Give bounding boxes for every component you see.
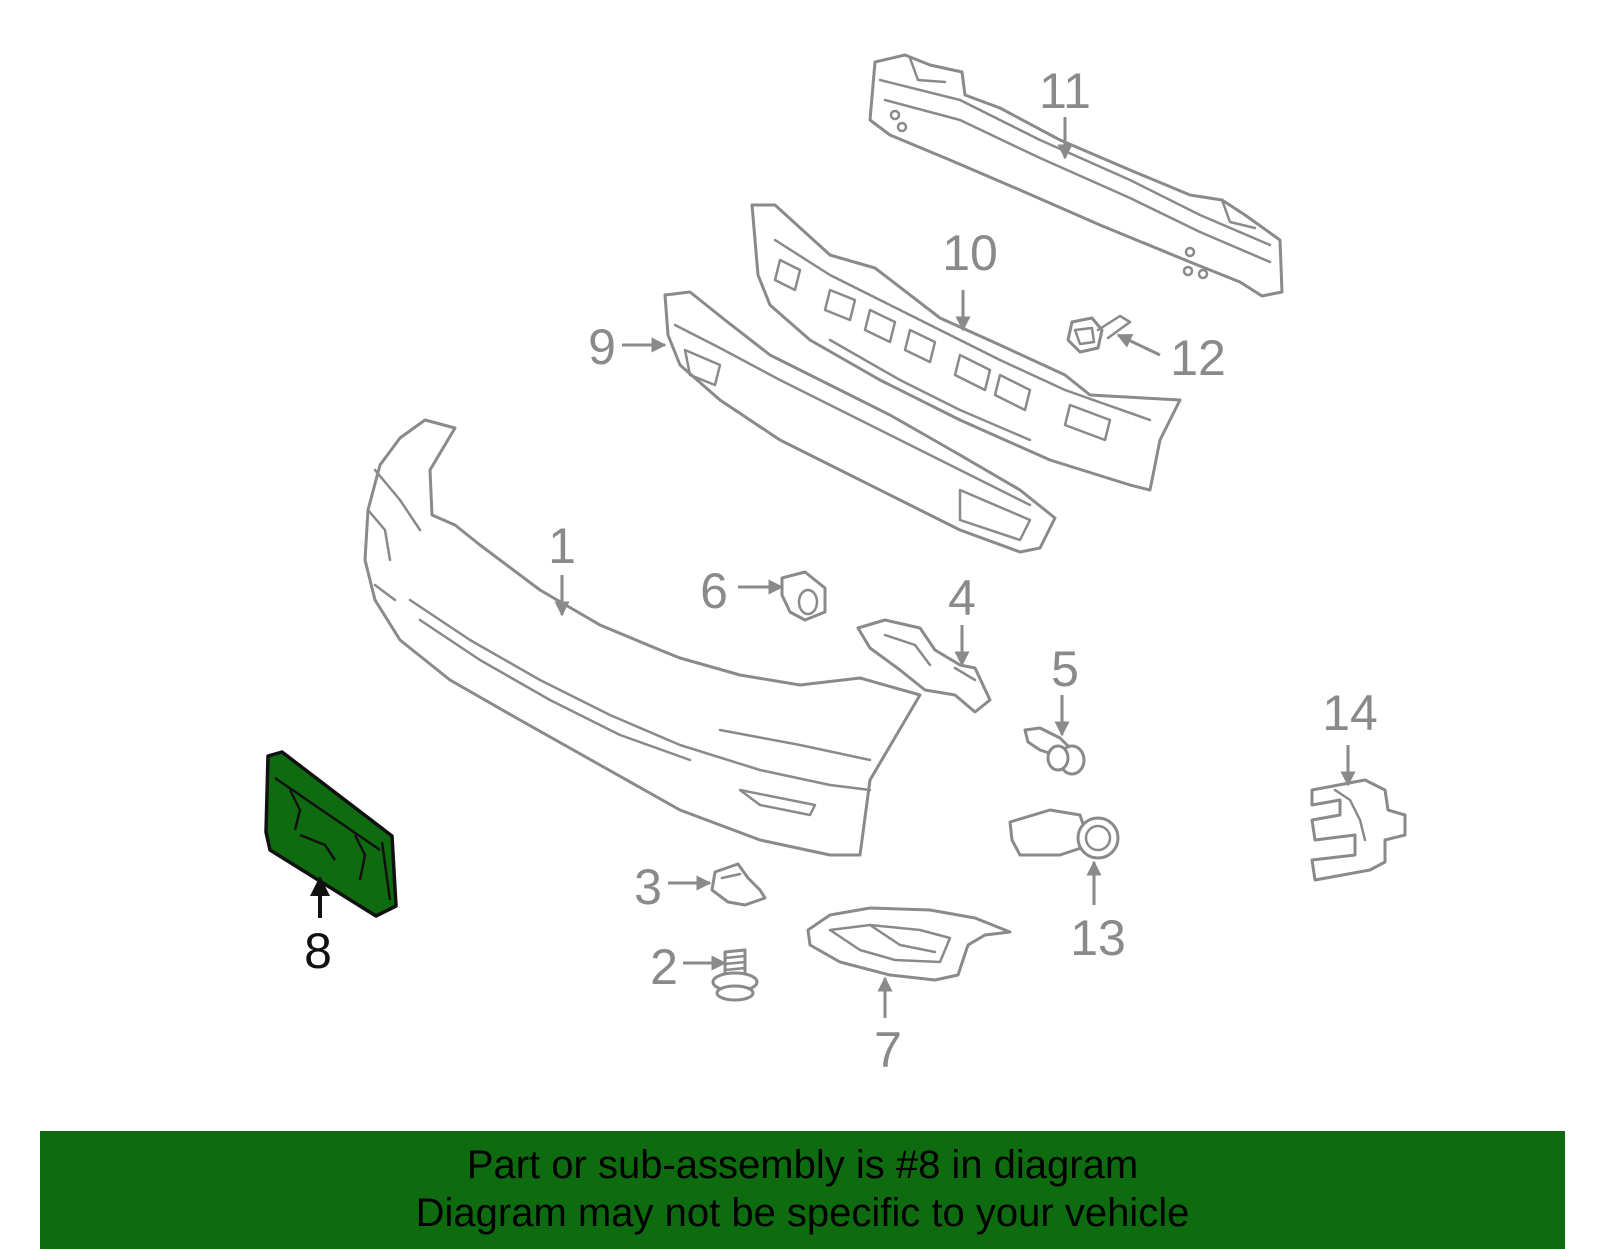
info-banner: Part or sub-assembly is #8 in diagram Di…	[40, 1131, 1565, 1249]
callout-13: 13	[1070, 860, 1126, 966]
svg-text:7: 7	[874, 1022, 902, 1078]
svg-text:10: 10	[942, 225, 998, 281]
banner-line-1: Part or sub-assembly is #8 in diagram	[466, 1143, 1139, 1187]
svg-text:11: 11	[1039, 63, 1091, 119]
part-14-bracket	[1310, 778, 1407, 882]
svg-text:4: 4	[948, 570, 976, 626]
callout-9: 9	[588, 319, 667, 375]
svg-text:8: 8	[304, 923, 332, 979]
part-2-screw	[711, 948, 759, 1002]
part-3-retainer	[710, 862, 767, 907]
part-13-sensor	[1008, 808, 1120, 860]
svg-text:9: 9	[588, 319, 616, 375]
callout-4: 4	[948, 570, 976, 667]
callout-10: 10	[942, 225, 998, 332]
part-10-absorber	[750, 203, 1182, 492]
part-7-fog-trim	[806, 906, 1012, 982]
part-9-grille-support	[663, 290, 1057, 554]
part-6-clip	[780, 570, 827, 622]
callout-14: 14	[1322, 685, 1378, 787]
callout-12: 12	[1116, 330, 1226, 386]
part-1-bumper-cover	[363, 418, 922, 857]
svg-text:5: 5	[1051, 641, 1079, 697]
callout-3: 3	[634, 859, 712, 915]
svg-text:3: 3	[634, 859, 662, 915]
callout-6: 6	[700, 563, 784, 619]
callout-7: 7	[874, 976, 902, 1078]
svg-text:13: 13	[1070, 910, 1126, 966]
part-8-license-bracket-highlight	[264, 750, 398, 918]
callout-11: 11	[1039, 63, 1091, 160]
svg-text:1: 1	[548, 518, 576, 574]
callout-2: 2	[650, 939, 727, 995]
callout-1: 1	[548, 518, 576, 617]
callout-8-highlighted: 8	[304, 876, 332, 979]
callout-5: 5	[1051, 641, 1079, 737]
part-12-bolt	[1066, 314, 1132, 354]
part-5-push-pin	[1023, 726, 1086, 776]
part-4-bracket	[856, 618, 992, 714]
svg-text:6: 6	[700, 563, 728, 619]
svg-text:12: 12	[1170, 330, 1226, 386]
svg-text:2: 2	[650, 939, 678, 995]
svg-text:14: 14	[1322, 685, 1378, 741]
banner-line-2: Diagram may not be specific to your vehi…	[415, 1191, 1190, 1235]
part-11-reinforcement	[868, 53, 1284, 298]
